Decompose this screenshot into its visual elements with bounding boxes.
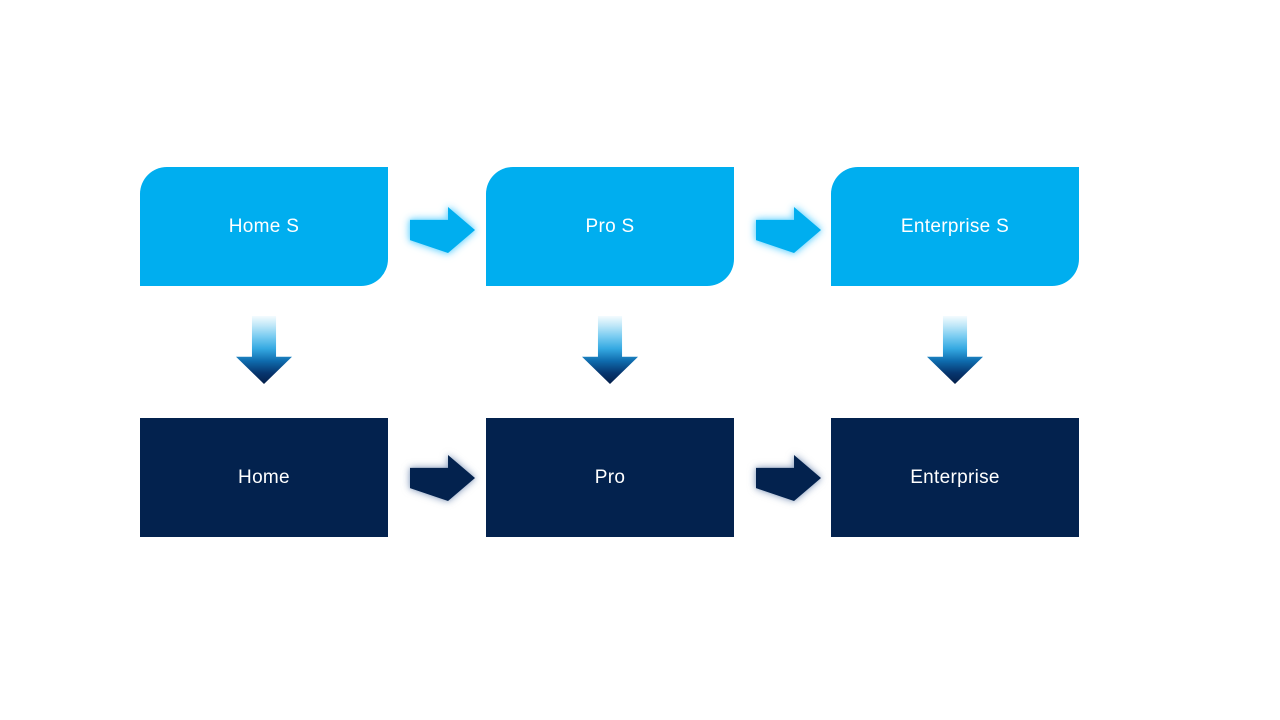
- node-home[interactable]: Home: [140, 418, 388, 537]
- node-label: Enterprise S: [900, 215, 1010, 237]
- node-enterprise-s[interactable]: Enterprise S: [831, 167, 1079, 286]
- down-arrow-icon: [236, 316, 292, 384]
- right-arrow-icon: [410, 207, 475, 253]
- right-arrow-icon: [756, 455, 821, 501]
- node-pro[interactable]: Pro: [486, 418, 734, 537]
- node-label: Pro S: [585, 215, 635, 237]
- right-arrow-icon: [410, 455, 475, 501]
- node-enterprise[interactable]: Enterprise: [831, 418, 1079, 537]
- right-arrow-shape: [410, 207, 475, 253]
- right-arrow-shape: [410, 455, 475, 501]
- right-arrow-icon: [756, 207, 821, 253]
- down-arrow-icon: [927, 316, 983, 384]
- right-arrow-shape: [756, 207, 821, 253]
- node-label: Enterprise: [910, 466, 1000, 488]
- node-home-s[interactable]: Home S: [140, 167, 388, 286]
- right-arrow-shape: [756, 455, 821, 501]
- node-pro-s[interactable]: Pro S: [486, 167, 734, 286]
- node-label: Pro: [594, 466, 626, 488]
- node-label: Home: [238, 466, 290, 488]
- down-arrow-icon: [582, 316, 638, 384]
- node-label: Home S: [228, 215, 300, 237]
